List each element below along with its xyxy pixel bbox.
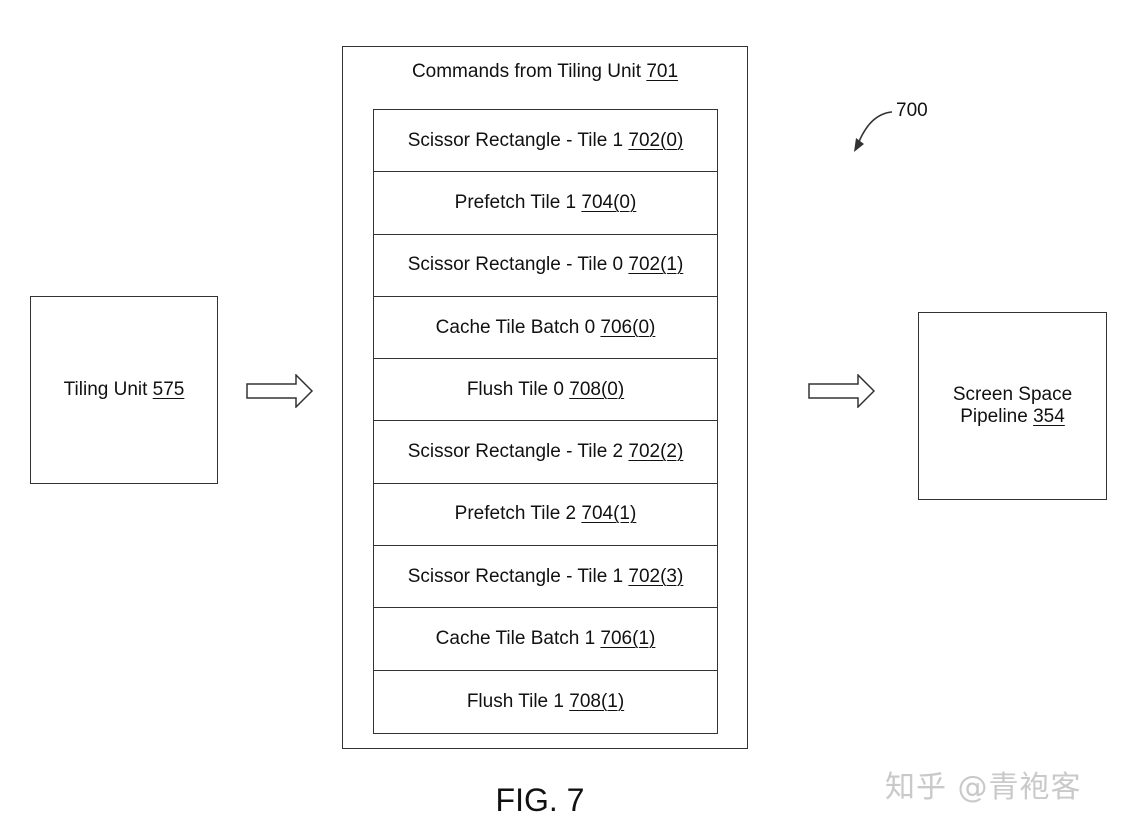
tiling-unit-text: Tiling Unit (63, 379, 153, 400)
arrow-to-commands (246, 374, 314, 408)
command-text: Cache Tile Batch 0 (435, 316, 601, 338)
command-ref: 702(1) (628, 254, 684, 276)
command-ref: 708(1) (569, 690, 625, 712)
command-row: Prefetch Tile 2 704(1) (374, 484, 717, 547)
command-row: Flush Tile 0 708(0) (374, 359, 717, 422)
command-text: Flush Tile 0 (466, 378, 570, 400)
command-ref: 706(0) (600, 316, 656, 338)
command-row: Scissor Rectangle - Tile 1 702(0) (374, 110, 717, 173)
command-ref: 704(1) (581, 503, 637, 525)
screen-space-pipeline-label: Screen Space Pipeline 354 (933, 384, 1093, 428)
screen-space-pipeline-box: Screen Space Pipeline 354 (918, 312, 1107, 500)
arrow-to-screen-space (808, 374, 876, 408)
command-row: Flush Tile 1 708(1) (374, 671, 717, 733)
command-row: Cache Tile Batch 1 706(1) (374, 608, 717, 671)
command-ref: 704(0) (581, 191, 637, 213)
commands-container: Commands from Tiling Unit 701 Scissor Re… (342, 46, 748, 749)
command-row: Prefetch Tile 1 704(0) (374, 172, 717, 235)
command-ref: 702(0) (628, 129, 684, 151)
figure-label: FIG. 7 (495, 782, 585, 818)
tiling-unit-box: Tiling Unit 575 (30, 296, 218, 484)
leader-arrow-icon (854, 111, 893, 152)
commands-title-ref: 701 (646, 61, 679, 82)
tiling-unit-label: Tiling Unit 575 (64, 379, 185, 401)
command-text: Scissor Rectangle - Tile 1 (407, 565, 629, 587)
screen-space-text: Screen Space Pipeline (952, 384, 1073, 427)
command-ref: 706(1) (600, 628, 656, 650)
diagram-reference-number: 700 (896, 100, 928, 121)
commands-title: Commands from Tiling Unit 701 (343, 61, 747, 83)
command-text: Scissor Rectangle - Tile 1 (407, 129, 629, 151)
commands-title-text: Commands from Tiling Unit (411, 61, 647, 82)
command-ref: 702(3) (628, 565, 684, 587)
watermark-text: 知乎 @青袍客 (885, 770, 1082, 805)
command-text: Scissor Rectangle - Tile 2 (407, 441, 629, 463)
command-row: Scissor Rectangle - Tile 2 702(2) (374, 421, 717, 484)
command-row: Scissor Rectangle - Tile 0 702(1) (374, 235, 717, 297)
command-list: Scissor Rectangle - Tile 1 702(0) Prefet… (373, 109, 718, 734)
command-text: Prefetch Tile 2 (454, 503, 582, 525)
command-ref: 702(2) (628, 441, 684, 463)
command-text: Prefetch Tile 1 (454, 191, 582, 213)
command-row: Scissor Rectangle - Tile 1 702(3) (374, 546, 717, 609)
command-text: Flush Tile 1 (466, 690, 570, 712)
command-ref: 708(0) (569, 378, 625, 400)
command-row: Cache Tile Batch 0 706(0) (374, 297, 717, 360)
command-text: Cache Tile Batch 1 (435, 628, 601, 650)
tiling-unit-ref: 575 (152, 379, 185, 400)
screen-space-ref: 354 (1033, 406, 1065, 427)
command-text: Scissor Rectangle - Tile 0 (407, 254, 629, 276)
